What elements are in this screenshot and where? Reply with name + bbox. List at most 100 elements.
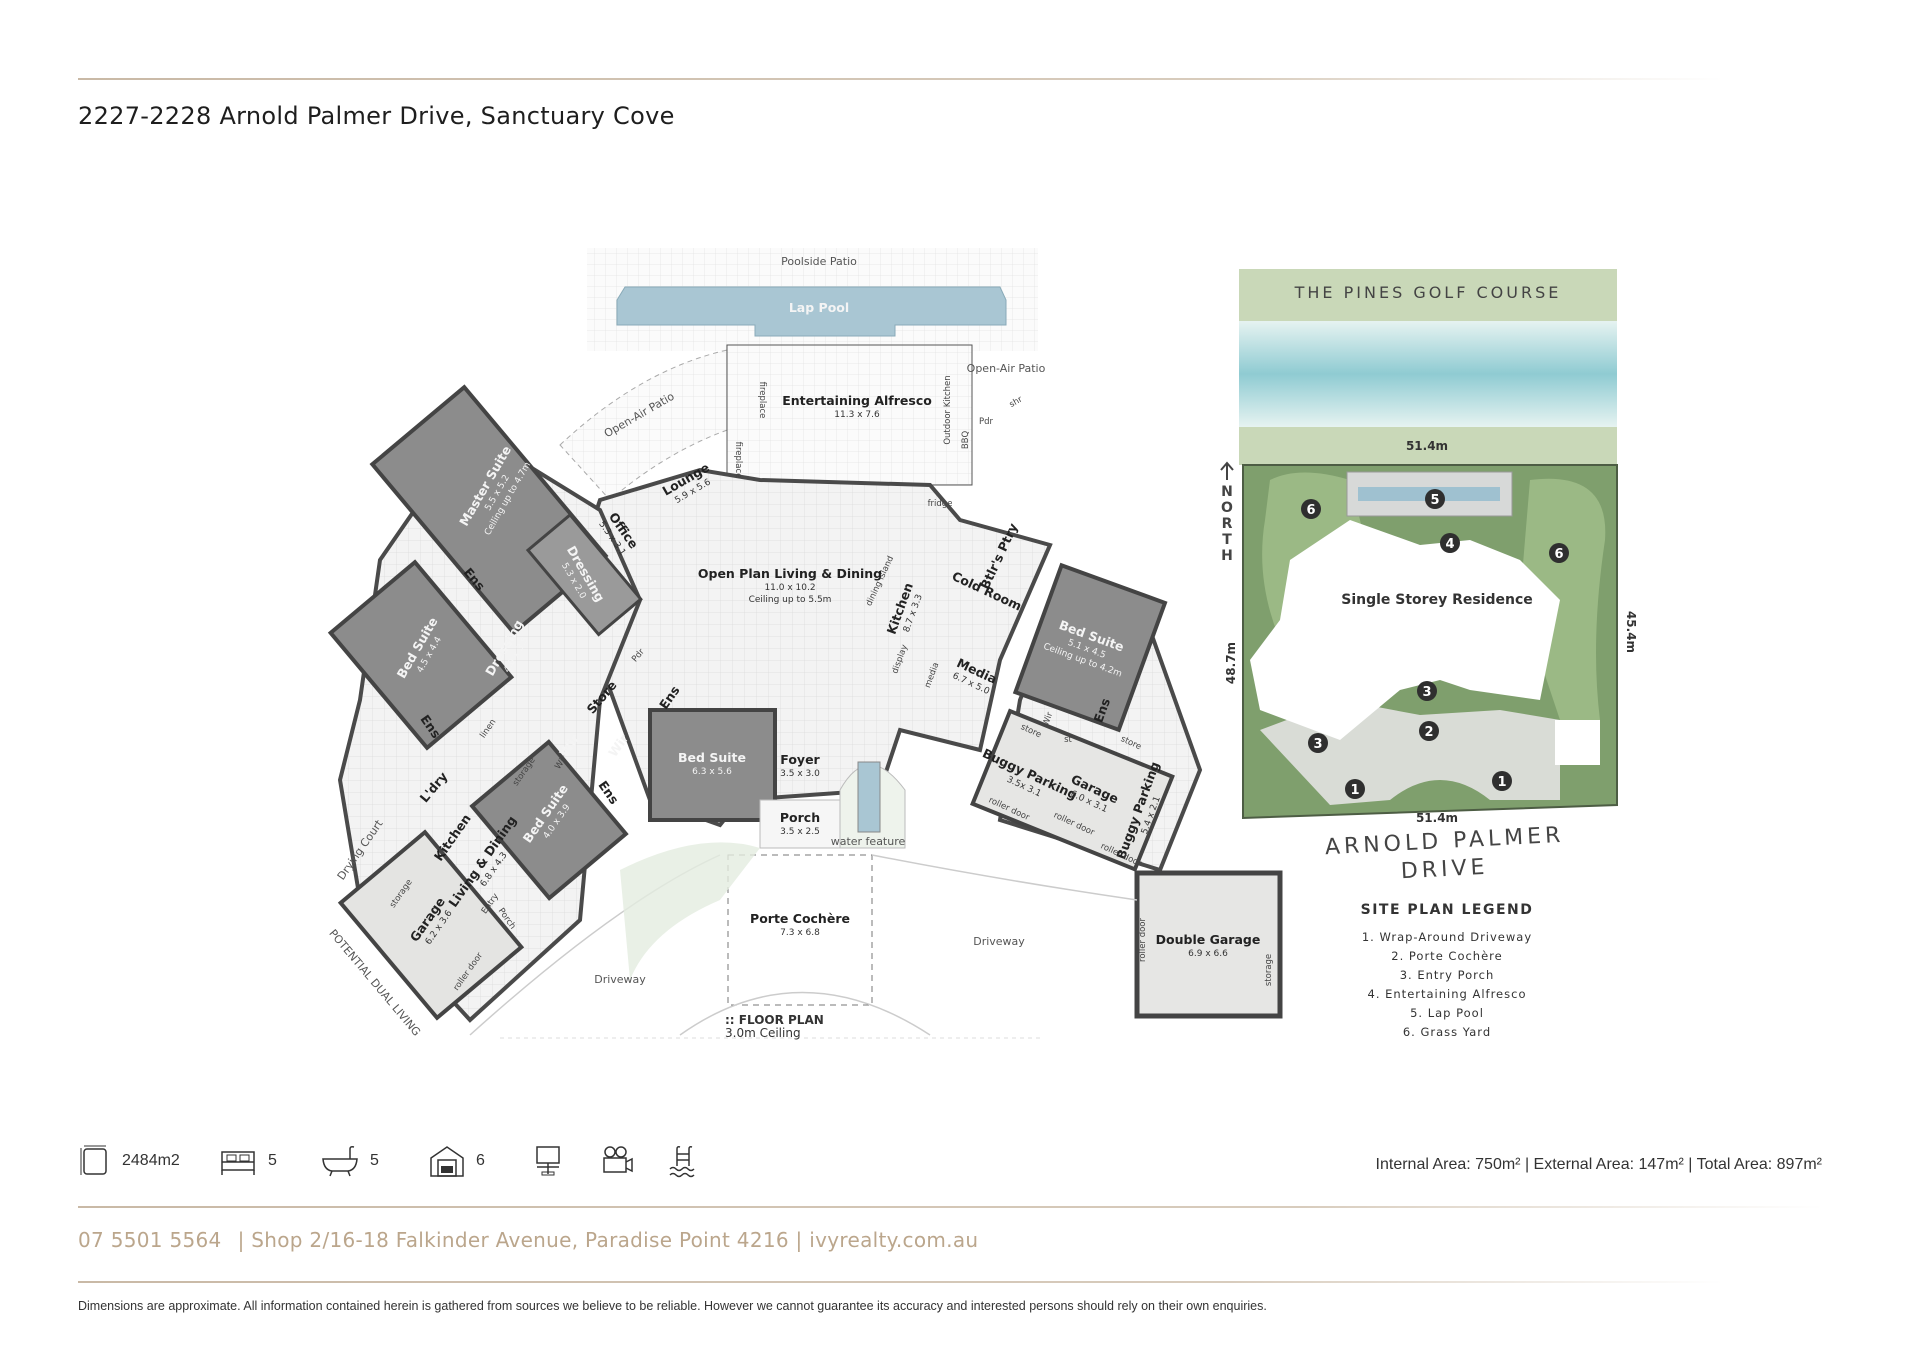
site-marker-circle — [1417, 681, 1437, 701]
room-name: Foyer — [780, 752, 820, 767]
footer-divider-2 — [78, 1281, 1723, 1283]
dim-top: 51.4m — [1406, 439, 1448, 453]
fixture-label: BBQ — [961, 431, 971, 450]
stat-beds: 5 — [218, 1143, 277, 1179]
room-name: Open-Air Patio — [967, 362, 1046, 375]
room-label: Driveway — [594, 973, 646, 986]
media-room-icon — [603, 1146, 633, 1173]
room-name: Bed Suite — [678, 750, 746, 765]
room-label: Open-Air Patio — [967, 362, 1046, 375]
agency-address: | Shop 2/16-18 Falkinder Avenue, Paradis… — [237, 1228, 979, 1252]
study-icon — [536, 1146, 560, 1176]
dim-left: 48.7m — [1224, 642, 1238, 684]
room-dimensions: 6.3 x 5.6 — [692, 767, 732, 777]
fixture-label: fireplace — [733, 442, 743, 479]
street-name: ARNOLD PALMER — [1324, 823, 1565, 861]
stat-garage: 6 — [428, 1143, 485, 1179]
fixture-label: Pdr — [979, 417, 994, 427]
site-marker-circle — [1492, 771, 1512, 791]
bed-count: 5 — [268, 1152, 277, 1169]
dim-right: 45.4m — [1624, 611, 1638, 653]
legend-item: 1. Wrap-Around Driveway — [1362, 930, 1532, 944]
residence-footprint — [1250, 520, 1560, 740]
waterway — [1239, 321, 1617, 427]
bed-suite-right-room — [1012, 562, 1168, 733]
site-marker-circle — [1549, 543, 1569, 563]
bed-icon — [221, 1151, 255, 1175]
legend-title: SITE PLAN LEGEND — [1361, 902, 1534, 918]
room-name: Lap Pool — [789, 300, 849, 315]
room-label: Open Plan Living & Dining 11.0 x 10.2Ceil… — [698, 566, 882, 605]
site-marker-circle — [1440, 533, 1460, 553]
legend-item: 2. Porte Cochère — [1391, 949, 1502, 963]
street-name-2: DRIVE — [1400, 855, 1489, 885]
room-label: Porte Cochère 7.3 x 6.8 — [750, 911, 850, 938]
water-feature-pool — [857, 761, 881, 833]
garden-planting — [620, 842, 760, 980]
porch-area — [759, 799, 841, 849]
room-name: Porch — [780, 810, 820, 825]
stat-study — [533, 1143, 573, 1179]
room-label: Lap Pool — [789, 300, 849, 315]
site-marker-number: 2 — [1424, 725, 1433, 740]
room-dimensions: 6.9 x 6.6 — [1188, 949, 1228, 959]
site-marker-circle — [1308, 733, 1328, 753]
open-air-patio — [559, 349, 761, 501]
room-name: Poolside Patio — [781, 255, 857, 268]
room-label: Foyer 3.5 x 3.0 — [780, 752, 820, 779]
room-name: Open Plan Living & Dining — [698, 566, 882, 581]
double-garage-room — [1134, 870, 1283, 1019]
land-size-icon — [80, 1145, 107, 1175]
site-marker-circle — [1301, 499, 1321, 519]
garage-left-room — [337, 829, 525, 1021]
dressing-room — [525, 512, 643, 637]
site-marker-number: 6 — [1554, 547, 1563, 562]
north-arrow-icon — [1220, 461, 1234, 480]
room-note: Ceiling up to 5.5m — [749, 595, 832, 605]
garage-icon — [430, 1146, 464, 1177]
north-label: NORTH — [1221, 484, 1233, 564]
bath-count: 5 — [370, 1152, 379, 1169]
fixture-label: roller door — [1138, 918, 1148, 962]
site-marker-circle — [1419, 721, 1439, 741]
garage-count: 6 — [476, 1152, 485, 1169]
fixture-label: Outdoor Kitchen — [943, 375, 953, 444]
fixture-label: storage — [1264, 954, 1274, 986]
room-name: Porte Cochère — [750, 911, 850, 926]
site-marker-number: 5 — [1430, 493, 1439, 508]
stat-pool — [668, 1143, 708, 1179]
entertaining-alfresco — [726, 344, 973, 486]
site-marker-number: 3 — [1422, 685, 1431, 700]
bed-suite-left-room — [327, 559, 515, 751]
site-marker-number: 1 — [1497, 775, 1506, 790]
room-dimensions: 11.0 x 10.2 — [764, 583, 815, 593]
room-label: Poolside Patio — [781, 255, 857, 268]
room-name: water feature — [831, 835, 906, 848]
room-label: Double Garage 6.9 x 6.6 — [1156, 932, 1261, 959]
stat-media — [600, 1143, 644, 1179]
fixture-label: fridge — [928, 499, 953, 509]
contact-line: 07 5501 5564 | Shop 2/16-18 Falkinder Ave… — [78, 1228, 978, 1252]
footer-divider-1 — [78, 1206, 1823, 1208]
legend-item: 6. Grass Yard — [1403, 1025, 1491, 1039]
room-name: Double Garage — [1156, 932, 1261, 947]
site-marker-number: 6 — [1306, 503, 1315, 518]
area-summary: Internal Area: 750m² | External Area: 14… — [1375, 1156, 1822, 1173]
site-plan — [1220, 269, 1618, 820]
site-marker-number: 4 — [1445, 537, 1454, 552]
room-label: Driveway — [973, 935, 1025, 948]
bed-suite-middle-room — [648, 708, 777, 822]
room-dimensions: 3.5 x 3.0 — [780, 769, 820, 779]
room-dimensions: 7.3 x 6.8 — [780, 928, 820, 938]
top-divider — [78, 78, 1723, 80]
phone-link[interactable]: 07 5501 5564 — [78, 1228, 222, 1252]
porte-cochere-area — [727, 854, 873, 1006]
dim-bottom: 51.4m — [1416, 811, 1458, 825]
floor-plan — [327, 248, 1283, 1039]
lap-pool — [616, 286, 1007, 337]
residence-label: Single Storey Residence — [1341, 592, 1533, 608]
